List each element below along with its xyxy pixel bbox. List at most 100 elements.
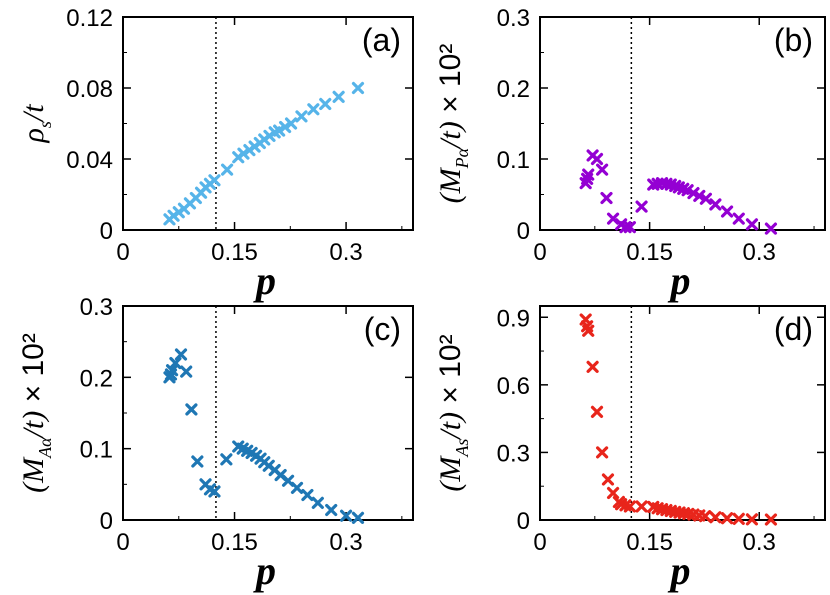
data-point — [709, 511, 722, 524]
y-tick-label: 0.6 — [497, 373, 530, 400]
x-tick-label: 0.15 — [211, 529, 258, 556]
y-tick-label: 0.9 — [497, 305, 530, 332]
data-point — [325, 503, 338, 517]
panel-2: 0 0.15 0.3 0 0.1 0.2 0.3 p (MAα/t) × 10² (c) — [17, 294, 414, 593]
x-axis-label: p — [253, 258, 276, 303]
data-point — [720, 205, 734, 218]
panel-0: 0 0.15 0.3 0 0.04 0.08 0.12 p ρs/t (a) — [17, 5, 414, 303]
data-point — [693, 189, 706, 203]
y-axis-label: (MAα/t) × 10² — [17, 333, 55, 493]
y-tick-label: 0.3 — [497, 440, 530, 467]
x-tick-label: 0.15 — [626, 239, 673, 266]
y-tick-label: 0 — [517, 218, 530, 245]
data-point — [339, 509, 353, 522]
x-tick-label: 0 — [116, 529, 129, 556]
data-point — [732, 512, 745, 525]
data-point — [290, 481, 304, 494]
panel-1: 0 0.15 0.3 0 0.1 0.2 0.3 p (MPα/t) × 10² (b) — [434, 5, 826, 303]
data-point — [699, 192, 712, 205]
data-point — [279, 120, 292, 134]
x-tick-label: 0.15 — [211, 239, 258, 266]
data-point — [332, 90, 345, 103]
data-point — [687, 186, 700, 200]
data-point — [237, 147, 250, 160]
data-point — [590, 152, 604, 166]
data-point — [720, 512, 734, 525]
y-axis-label: (MPα/t) × 10² — [434, 44, 472, 204]
data-point — [319, 97, 332, 111]
data-point — [699, 510, 712, 523]
y-tick-label: 0.1 — [80, 437, 113, 464]
data-point — [351, 81, 365, 95]
y-axis-label: (MAs/t) × 10² — [434, 334, 472, 491]
data-point — [709, 198, 722, 211]
data-point — [623, 500, 636, 513]
x-tick-label: 0 — [533, 529, 546, 556]
y-tick-label: 0.2 — [80, 365, 113, 392]
y-tick-label: 0 — [517, 508, 530, 535]
data-point — [623, 221, 636, 234]
x-tick-label: 0 — [116, 239, 129, 266]
panel-label: (c) — [364, 311, 401, 347]
data-point — [301, 488, 314, 502]
data-point — [221, 163, 234, 176]
data-point — [681, 184, 694, 197]
data-point — [606, 212, 620, 225]
data-point — [586, 360, 599, 373]
data-point — [311, 496, 324, 509]
y-tick-label: 0.2 — [497, 76, 530, 103]
x-axis-label: p — [668, 548, 691, 593]
data-point — [165, 364, 179, 377]
panel-label: (b) — [774, 22, 813, 58]
data-point — [169, 356, 182, 370]
data-point — [208, 485, 221, 498]
data-point — [307, 103, 320, 116]
data-point — [582, 168, 595, 181]
data-point — [745, 218, 759, 231]
data-point — [745, 513, 759, 526]
data-point — [732, 212, 745, 225]
x-tick-label: 0.3 — [743, 239, 776, 266]
x-tick-label: 0.3 — [329, 529, 362, 556]
data-point — [596, 163, 609, 176]
data-point — [635, 500, 648, 513]
y-tick-label: 0.1 — [497, 147, 530, 174]
data-point — [582, 324, 595, 337]
panel-label: (d) — [774, 311, 813, 347]
x-tick-label: 0.15 — [626, 529, 673, 556]
data-point — [764, 222, 778, 235]
y-axis-label: ρs/t — [17, 104, 55, 144]
panel-label: (a) — [362, 22, 401, 58]
data-point — [590, 405, 604, 418]
data-point — [191, 455, 204, 468]
y-tick-label: 0 — [100, 508, 113, 535]
x-tick-label: 0.3 — [743, 529, 776, 556]
x-tick-label: 0 — [533, 239, 546, 266]
y-tick-label: 0.3 — [80, 294, 113, 321]
data-point — [635, 200, 648, 213]
data-point — [295, 110, 308, 123]
data-point — [220, 453, 233, 466]
data-point — [596, 446, 609, 459]
data-point — [764, 513, 778, 526]
data-point — [606, 486, 620, 500]
data-point — [174, 348, 188, 361]
axes-frame — [539, 305, 826, 521]
data-point — [273, 124, 286, 137]
data-point — [180, 365, 193, 378]
data-point — [601, 473, 615, 486]
y-tick-label: 0.08 — [66, 76, 113, 103]
y-tick-label: 0 — [100, 218, 113, 245]
x-tick-label: 0.3 — [329, 239, 362, 266]
y-tick-label: 0.3 — [497, 5, 530, 32]
y-tick-label: 0.04 — [66, 147, 113, 174]
data-point — [208, 174, 221, 187]
x-axis-label: p — [253, 548, 276, 593]
y-tick-label: 0.12 — [66, 5, 113, 32]
data-point — [185, 403, 198, 416]
x-axis-label: p — [668, 258, 691, 303]
panel-3: 0 0.15 0.3 0 0.3 0.6 0.9 p (MAs/t) × 10² (d) — [434, 305, 826, 593]
data-point — [284, 117, 298, 130]
data-point — [600, 191, 613, 205]
